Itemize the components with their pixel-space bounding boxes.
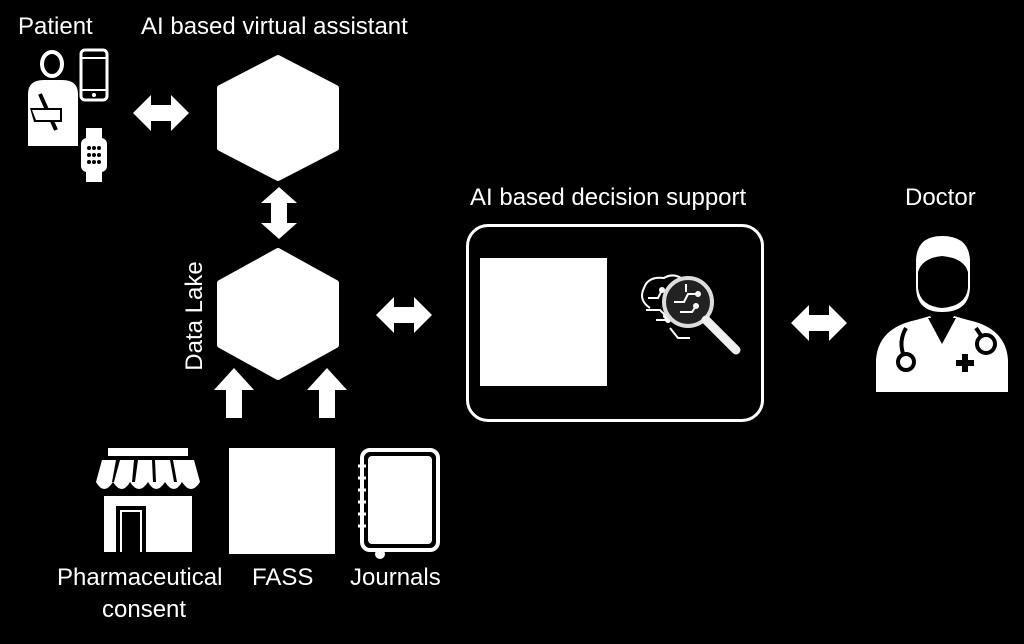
datalake-decision-double-arrow [376,297,432,333]
storefront-icon [96,448,200,552]
up-arrow-left [214,368,254,418]
journals-label: Journals [350,564,441,591]
pharmaceutical-label-line2: consent [102,596,187,623]
data-lake-hexagon [217,248,339,380]
notebook-icon [358,448,440,559]
smartwatch-icon [81,128,107,182]
fass-square [229,448,335,554]
up-arrow-right [307,368,347,418]
decision-support-label: AI based decision support [470,184,747,211]
ai-brain-magnifier-icon [641,274,741,355]
decision-doctor-double-arrow [791,305,847,341]
virtual-assistant-label: AI based virtual assistant [141,13,408,40]
patient-assistant-double-arrow [133,95,189,131]
fass-label: FASS [252,564,314,591]
pharmaceutical-label-line1: Pharmaceutical [57,564,223,591]
assistant-datalake-double-arrow [261,187,297,239]
smartphone-icon [79,48,109,102]
decision-support-box [466,224,764,422]
doctor-label: Doctor [905,184,976,211]
doctor-stethoscope-icon [876,236,1008,392]
data-lake-label: Data Lake [181,261,208,371]
virtual-assistant-hexagon [217,55,339,181]
decision-support-square [480,258,607,386]
patient-label: Patient [18,13,93,40]
patient-injured-arm-icon [28,50,78,146]
